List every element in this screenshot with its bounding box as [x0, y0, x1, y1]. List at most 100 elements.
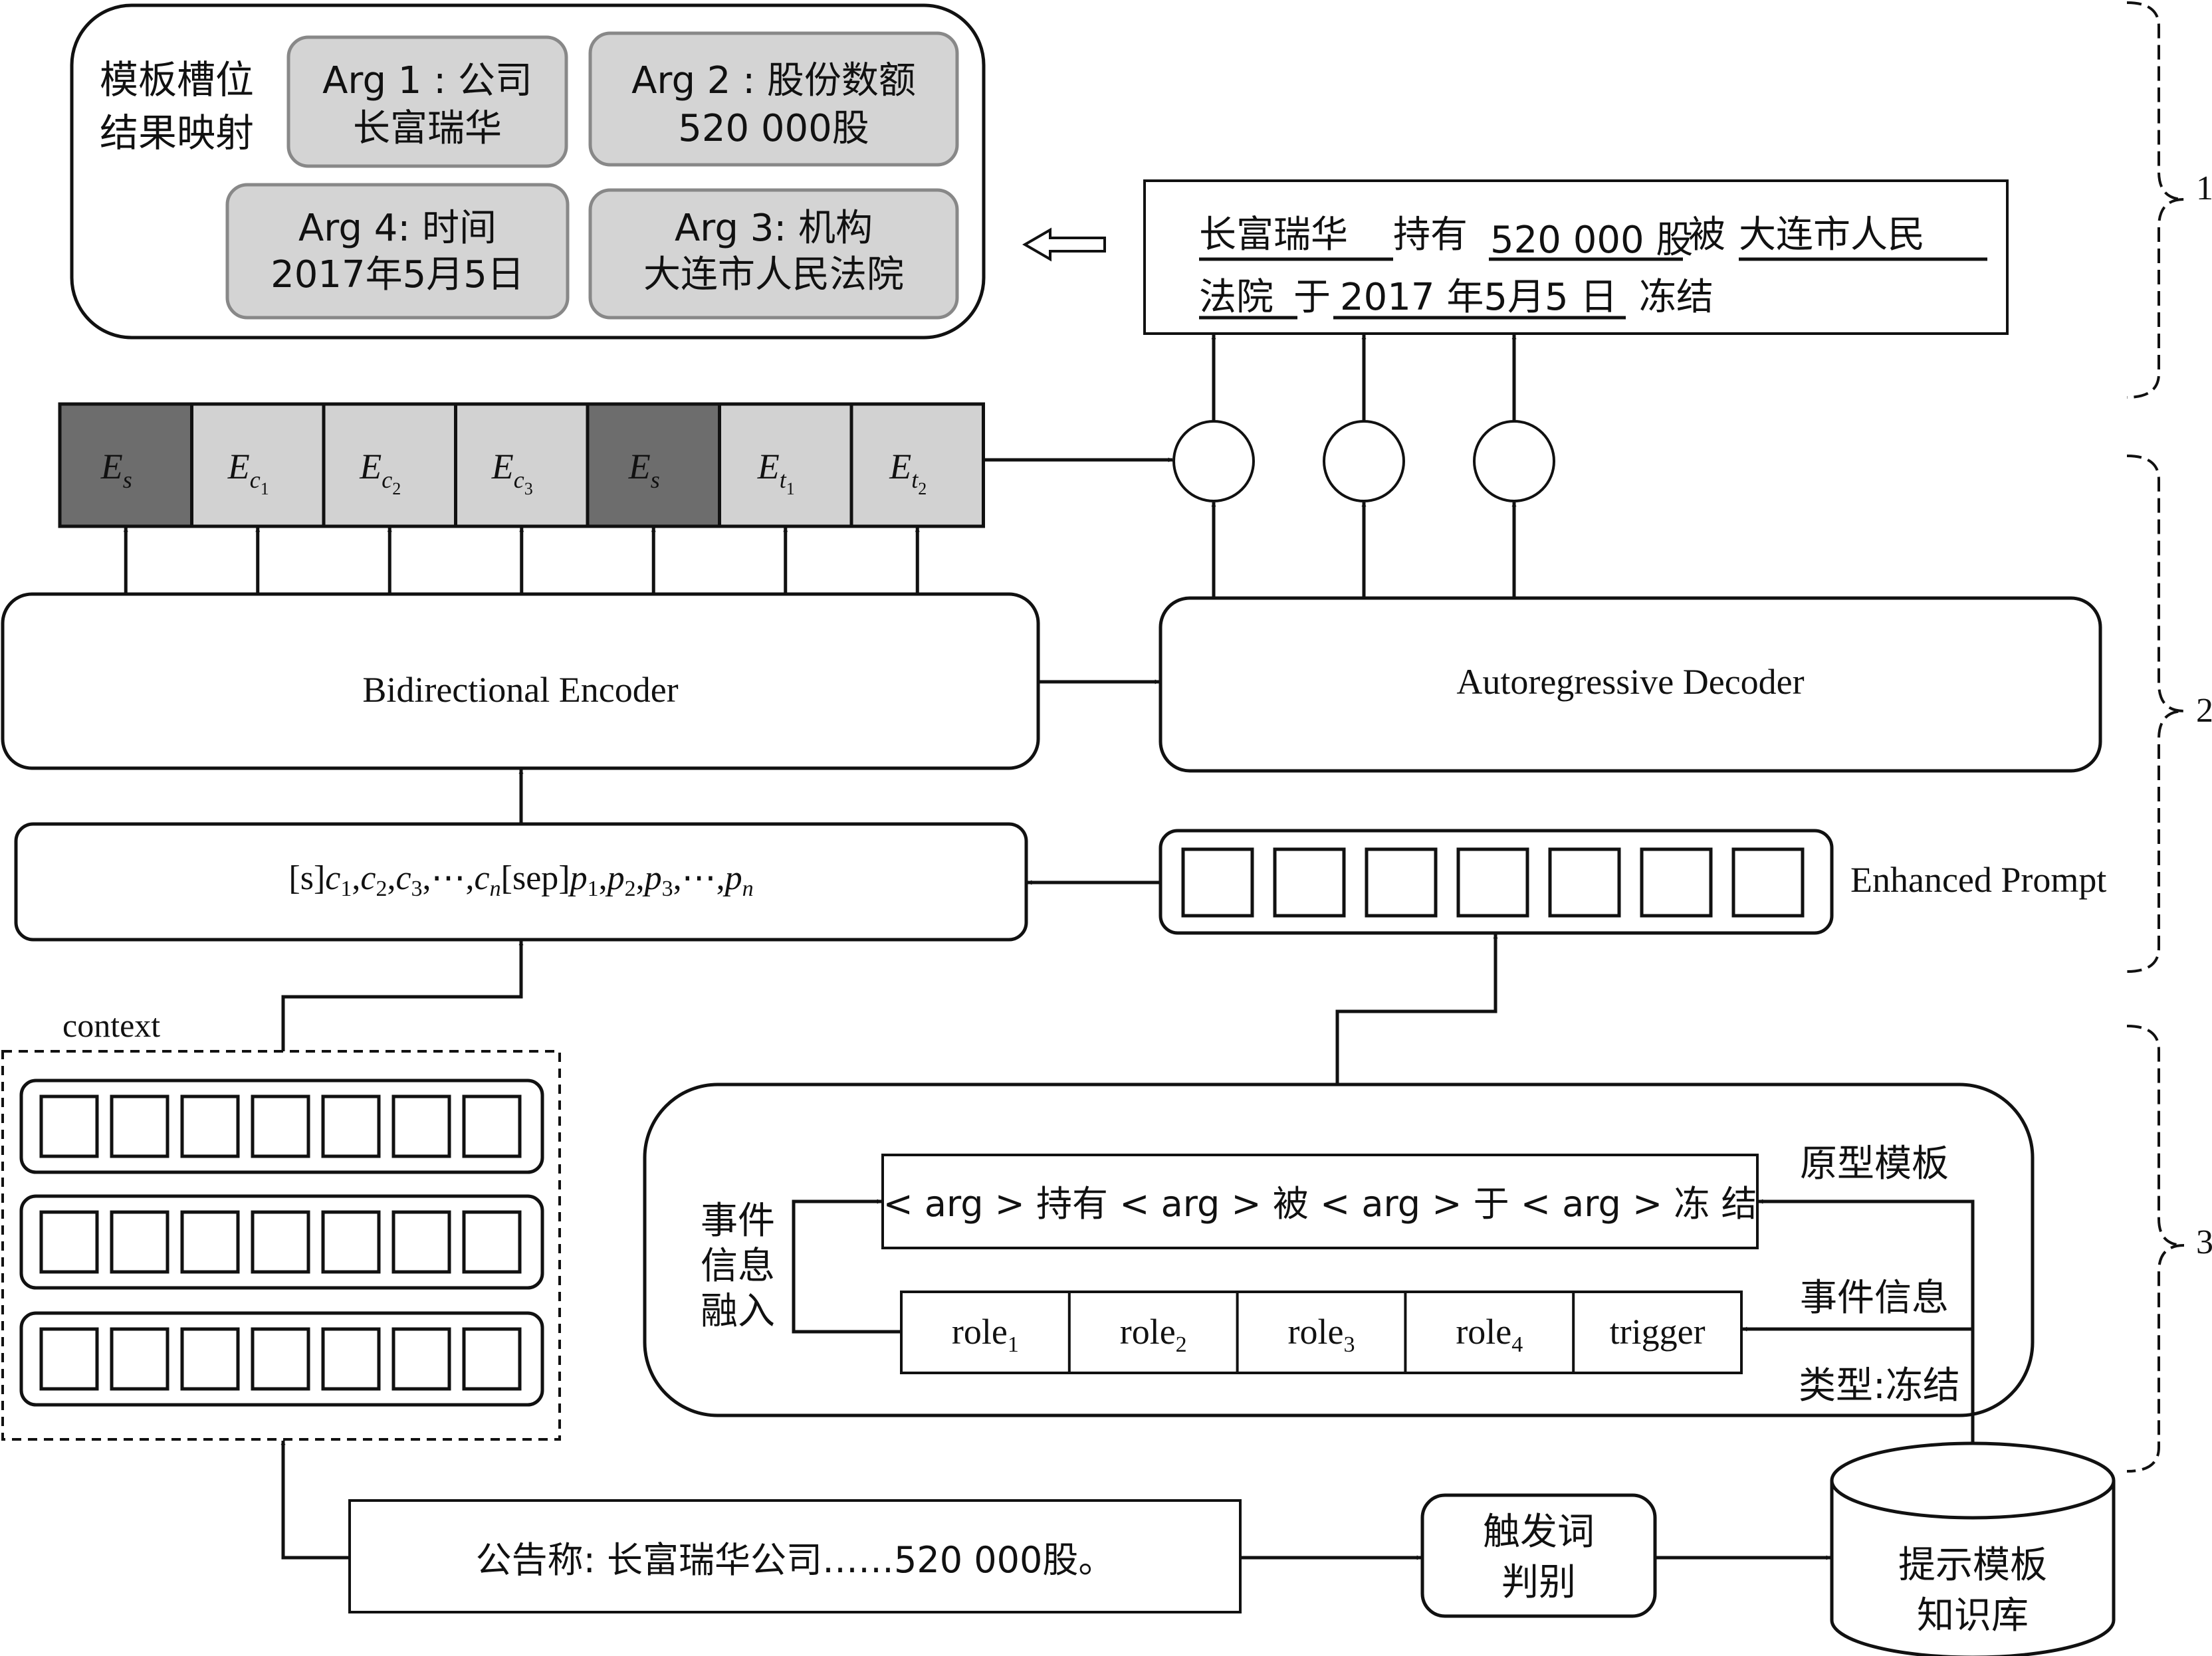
trigger-detection-box: 触发词 判别 [1420, 1493, 1657, 1618]
token-cell [251, 1327, 310, 1391]
token-cell [251, 1094, 310, 1158]
arg-box-1: Arg 1 : 公司 长富瑞华 [286, 35, 568, 168]
output-word-court-2: 法院 [1199, 276, 1273, 319]
event-fusion-line3: 融入 [701, 1290, 775, 1333]
prototype-template-text: < arg > 持有 < arg > 被 < arg > 于 < arg > 冻… [883, 1183, 1757, 1225]
token-cell [321, 1094, 381, 1158]
token-cell [321, 1210, 381, 1274]
connector [792, 1199, 901, 1334]
enhanced-prompt-label: Enhanced Prompt [1850, 860, 2106, 900]
knowledge-base-line1: 提示模板 [1898, 1544, 2047, 1587]
arg-2-value: 520 000股 [678, 107, 869, 150]
embedding-cell: Et1 [718, 402, 853, 528]
decoder-output-node [1172, 420, 1255, 502]
token-cell [462, 1327, 522, 1391]
enhanced-prompt-cells [1181, 847, 1805, 918]
embedding-label: Et1 [757, 447, 795, 498]
prompt-cell [1273, 847, 1346, 918]
output-word-company: 长富瑞华 [1199, 213, 1348, 257]
decoder-output-node [1473, 420, 1555, 502]
stage-label-1: 1 [2196, 169, 2212, 207]
token-cell [110, 1327, 169, 1391]
decoder-label: Autoregressive Decoder [1456, 662, 1804, 702]
token-cell [391, 1210, 451, 1274]
role-cell: role4 [1456, 1312, 1523, 1357]
input-sequence: [s]c1,c2,c3,⋯,cn[sep]p1,p2,p3,⋯,pn [288, 859, 753, 901]
decoder-output-node [1323, 420, 1405, 502]
embedding-label: Es [100, 447, 132, 493]
context-row [19, 1311, 544, 1407]
embedding-label: Ec1 [227, 447, 269, 498]
stage-label-2: 2 [2196, 692, 2212, 730]
connector-arrows [123, 334, 1975, 1560]
arg-3-value: 大连市人民法院 [643, 253, 904, 296]
decoder-output-nodes [1172, 420, 1555, 502]
output-word-date: 2017 年5月5 日 [1340, 276, 1617, 319]
token-cell [39, 1327, 99, 1391]
token-cell [110, 1210, 169, 1274]
token-cell [110, 1094, 169, 1158]
context-row [19, 1079, 544, 1174]
arg-3-slot: Arg 3: 机构 [675, 207, 873, 250]
enhanced-prompt: Enhanced Prompt [1159, 829, 2106, 935]
role-cell: role2 [1120, 1312, 1187, 1357]
embedding-label: Et2 [889, 447, 927, 498]
token-cell [180, 1094, 240, 1158]
slot-mapping-label-line2: 结果映射 [100, 110, 254, 155]
arg-box-3: Arg 3: 机构 大连市人民法院 [588, 188, 959, 320]
embedding-label: Ec2 [359, 447, 401, 498]
context-row [19, 1194, 544, 1290]
arg-4-slot: Arg 4: 时间 [298, 207, 497, 250]
role-cell: trigger [1610, 1312, 1706, 1352]
trigger-box-line2: 判别 [1501, 1561, 1576, 1604]
slot-mapping-panel: 模板槽位 结果映射 Arg 1 : 公司 长富瑞华 Arg 2 : 股份数额 5… [70, 3, 986, 340]
token-cell [39, 1210, 99, 1274]
role-cell: role1 [952, 1312, 1019, 1357]
context-rows [19, 1079, 544, 1407]
token-cell [462, 1210, 522, 1274]
announcement-box: 公告称: 长富瑞华公司……520 000股。 [348, 1499, 1242, 1613]
event-fusion-line2: 信息 [701, 1245, 775, 1288]
output-sentence-box: 长富瑞华 持有 520 000 股 被 大连市人民 法院 于 2017 年5月5… [1143, 179, 2009, 335]
embedding-cell: Ec2 [322, 402, 457, 528]
arg-1-value: 长富瑞华 [353, 107, 502, 150]
token-cell [462, 1094, 522, 1158]
slot-underlines [1199, 257, 1987, 320]
token-cell [39, 1094, 99, 1158]
knowledge-base-cylinder: 提示模板 知识库 [1830, 1441, 2116, 1656]
knowledge-base-line2: 知识库 [1917, 1594, 2029, 1637]
token-cell [180, 1210, 240, 1274]
connector [281, 940, 524, 1051]
output-word-by: 被 [1688, 213, 1725, 257]
prototype-template-label: 原型模板 [1800, 1142, 1949, 1186]
slot-mapping-label-line1: 模板槽位 [100, 57, 254, 102]
prompt-cell [1548, 847, 1621, 918]
arg-2-slot: Arg 2 : 股份数额 [631, 59, 916, 102]
output-word-court-1: 大连市人民 [1739, 213, 1925, 257]
arg-box-4: Arg 4: 时间 2017年5月5日 [225, 183, 570, 320]
context-panel: context [1, 1007, 561, 1441]
embedding-cell: Es [58, 402, 193, 528]
embedding-cell: Ec3 [454, 402, 590, 528]
token-cell [391, 1094, 451, 1158]
encoder-label: Bidirectional Encoder [362, 670, 678, 710]
prompt-cell [1365, 847, 1438, 918]
event-type-label: 类型:冻结 [1799, 1364, 1960, 1407]
prototype-template-box: < arg > 持有 < arg > 被 < arg > 于 < arg > 冻… [881, 1154, 1759, 1249]
connector [1758, 1199, 1975, 1443]
output-word-freeze: 冻结 [1639, 276, 1714, 319]
connector [280, 1440, 350, 1560]
event-fusion-line1: 事件 [701, 1199, 775, 1243]
bidirectional-encoder: Bidirectional Encoder [1, 592, 1040, 770]
stage-brackets: 1 2 3 [2126, 1, 2212, 1473]
output-word-hold: 持有 [1393, 213, 1468, 257]
embedding-cell: Ec1 [190, 402, 326, 528]
announcement-text: 公告称: 长富瑞华公司……520 000股。 [476, 1539, 1115, 1581]
arg-box-2: Arg 2 : 股份数额 520 000股 [588, 31, 959, 167]
autoregressive-decoder: Autoregressive Decoder [1159, 596, 2102, 773]
embedding-label: Es [628, 447, 660, 493]
arg-1-slot: Arg 1 : 公司 [322, 59, 532, 102]
embedding-label: Ec3 [491, 447, 533, 498]
